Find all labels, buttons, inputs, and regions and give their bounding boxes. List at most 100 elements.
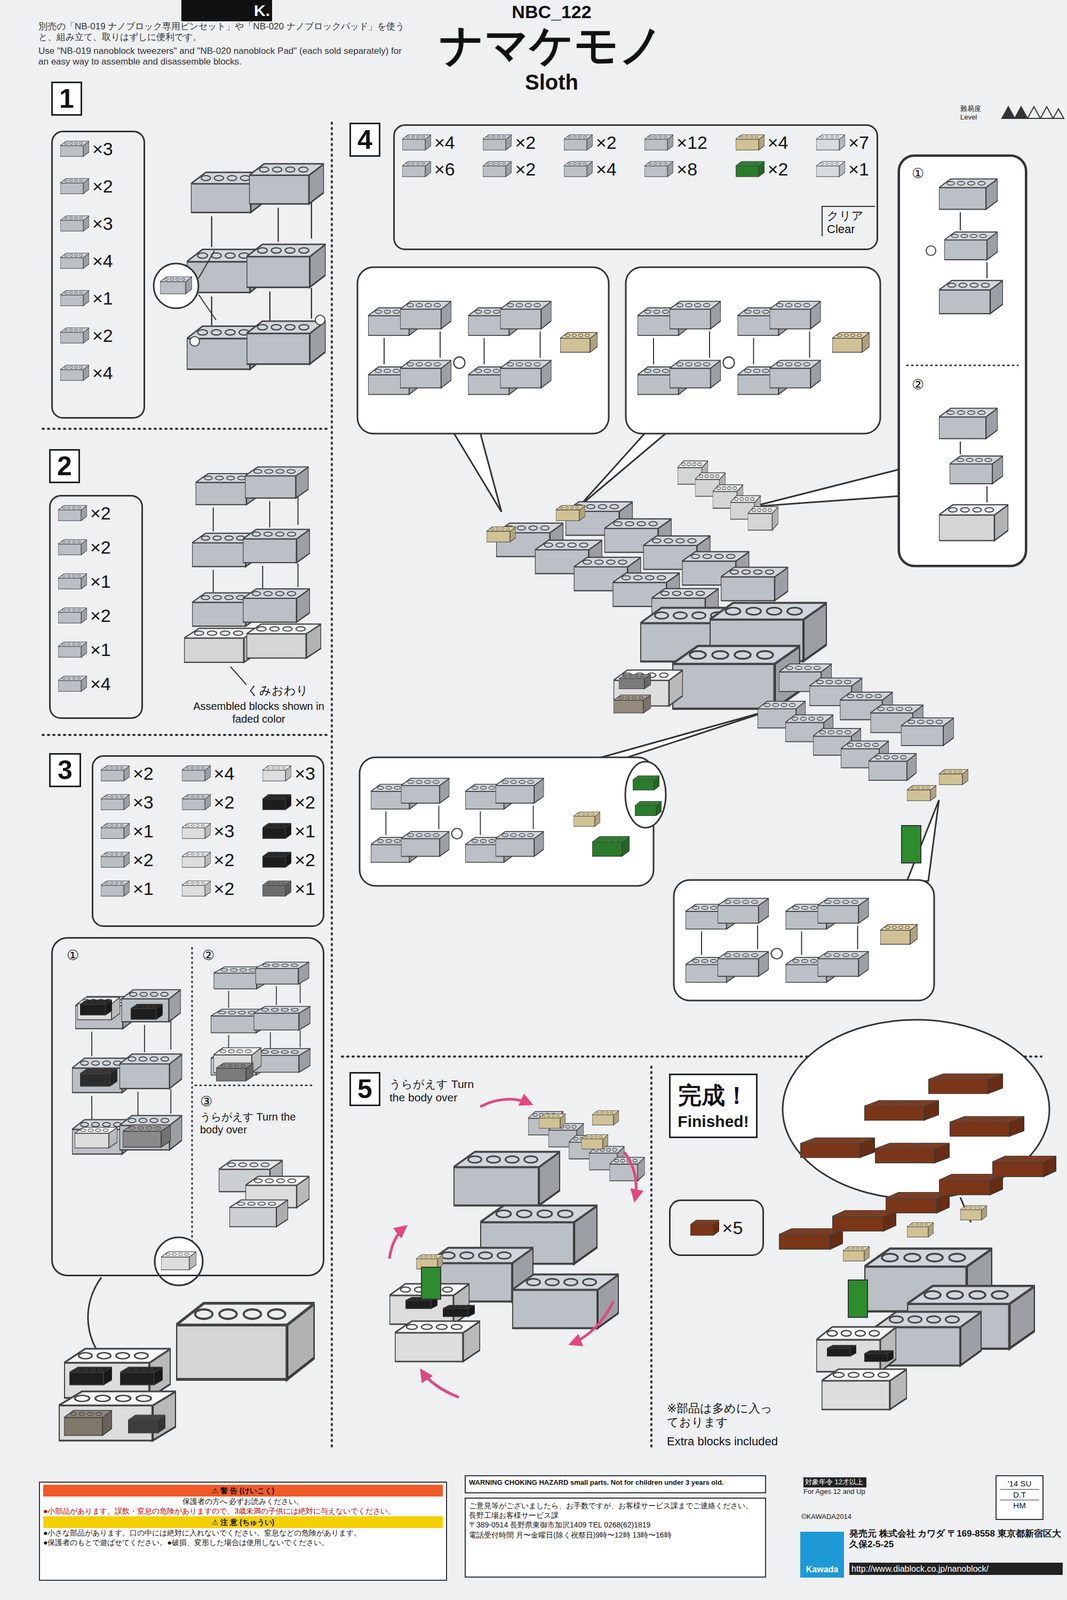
- part-count: ×1: [60, 289, 114, 308]
- node-text: ×5: [722, 1219, 744, 1238]
- node-text: ×1: [848, 160, 870, 179]
- node-text: ×8: [676, 160, 698, 179]
- node-text: 長野工場お客様サービス課: [468, 1510, 762, 1521]
- part-icon: [563, 160, 593, 179]
- part-count: ×2: [100, 850, 154, 870]
- node-text: ×3: [132, 793, 154, 812]
- node-text: ×4: [92, 363, 114, 382]
- parts-grid: ×5: [690, 1219, 744, 1238]
- parts-grid: ×3×2×3×4×1×2×4: [60, 139, 137, 382]
- part-icon: [735, 133, 765, 152]
- node-text: ×3: [294, 764, 316, 783]
- part-icon: [100, 764, 130, 783]
- part-icon: [58, 640, 87, 659]
- instruction-label: うらがえす Turn the body over: [389, 1077, 486, 1105]
- node-text: 完成！: [673, 1080, 753, 1111]
- node-text: 保護者の方へ 必ずお読みください。: [43, 1497, 443, 1507]
- node-text: ×4: [767, 133, 789, 152]
- part-count: ×3: [181, 822, 235, 841]
- node-text: Finished!: [673, 1111, 753, 1133]
- node-text: Kawada: [806, 1564, 839, 1576]
- parts-grid: ×4×2×2×12×4×7×6×2×4×8×2×1: [402, 133, 870, 179]
- publisher: 発売元 株式会社 カワダ 〒169-8558 東京都新宿区大久保2-5-25: [849, 1529, 1063, 1551]
- part-count: ×2: [735, 160, 789, 179]
- part-icon: [58, 538, 87, 557]
- part-count: ×2: [100, 764, 154, 783]
- part-icon: [482, 160, 512, 179]
- part-icon: [644, 160, 674, 179]
- node-text: ⚠ 警 告 (けいこく): [43, 1485, 443, 1498]
- part-icon: [262, 822, 292, 841]
- part-icon: [60, 214, 90, 233]
- part-icon: [60, 177, 90, 196]
- choking-warning: WARNING CHOKING HAZARD small parts. Not …: [464, 1475, 767, 1494]
- part-count: ×1: [816, 160, 870, 179]
- node-text: ⚠ 注 意 (ちゅうい): [43, 1516, 443, 1529]
- part-count: ×2: [58, 606, 111, 625]
- part-count: ×4: [402, 133, 456, 152]
- node-text: ×2: [132, 764, 154, 783]
- node-text: ×3: [92, 214, 114, 233]
- part-icon: [58, 674, 87, 694]
- part-icon: [563, 133, 593, 152]
- customer-service: ご意見等がございましたら、お手数ですが、お客様サービス課までご連絡ください。長野…: [464, 1498, 767, 1579]
- node-text: ×1: [294, 879, 316, 898]
- part-icon: [816, 160, 846, 179]
- part-count: ×2: [58, 538, 111, 557]
- note-label: Extra blocks included: [666, 1435, 806, 1449]
- node-text: 〒389-0514 長野県東御市加沢1409 TEL 0268(62)1819: [468, 1520, 762, 1531]
- part-icon: [644, 133, 674, 152]
- node-text: ×4: [92, 251, 114, 270]
- node-text: ×1: [90, 640, 111, 659]
- parts-list: ×4×2×2×12×4×7×6×2×4×8×2×1クリア Clear: [393, 124, 879, 251]
- node-text: ×4: [434, 133, 456, 152]
- step-number-text: 2: [57, 452, 73, 480]
- parts-list: ×3×2×3×4×1×2×4: [51, 130, 146, 419]
- parts-grid: ×2×2×1×2×1×4: [58, 504, 134, 694]
- step-number-text: 1: [59, 85, 75, 113]
- node-text: ×12: [676, 133, 708, 152]
- node-text: ①: [911, 165, 936, 182]
- subtitle: Sloth: [391, 69, 712, 95]
- step-number: 1: [51, 81, 83, 116]
- part-count: ×1: [58, 572, 111, 591]
- step-number: 5: [349, 1072, 381, 1107]
- part-count: ×4: [60, 251, 114, 270]
- parts-list: ×5: [669, 1199, 764, 1257]
- node-text: クリア Clear: [821, 205, 875, 237]
- part-count: ×3: [60, 139, 114, 158]
- node-text: ×2: [595, 133, 617, 152]
- brand-tab: K.: [181, 0, 273, 22]
- separators: [42, 122, 1042, 1452]
- node-text: D.T: [999, 1490, 1040, 1502]
- part-icon: [482, 133, 512, 152]
- tool-note: 別売の「NB-019 ナノブロック専用ピンセット」や「NB-020 ナノブロック…: [38, 21, 412, 44]
- part-icon: [100, 850, 130, 870]
- part-icon: [181, 822, 211, 841]
- part-icon: [60, 363, 90, 382]
- node-text: WARNING CHOKING HAZARD small parts. Not …: [468, 1478, 762, 1488]
- part-icon: [60, 139, 90, 158]
- part-count: ×3: [262, 764, 316, 783]
- node-text: ×2: [514, 160, 536, 179]
- finished-box: 完成！Finished!: [669, 1073, 758, 1139]
- node-text: ×2: [767, 160, 789, 179]
- node-text: ×2: [294, 793, 316, 812]
- step-number-text: 3: [57, 757, 73, 784]
- part-count: ×2: [181, 793, 235, 812]
- node-text: ②: [911, 376, 936, 394]
- node-text: 電話受付時間 月〜金曜日(除く祝祭日)9時〜12時 13時〜16時: [468, 1530, 762, 1541]
- node-text: ②: [202, 947, 226, 965]
- node-text: HM: [999, 1500, 1040, 1512]
- node-text: ×7: [848, 133, 870, 152]
- node-text: ×1: [132, 822, 154, 841]
- part-icon: [58, 606, 87, 625]
- node-text: ×1: [132, 879, 154, 898]
- level-marks: [1001, 106, 1064, 119]
- part-count: ×4: [735, 133, 789, 152]
- part-count: ×2: [262, 850, 316, 870]
- part-icon: [262, 879, 292, 898]
- part-count: ×12: [644, 133, 708, 152]
- part-icon: [60, 289, 90, 308]
